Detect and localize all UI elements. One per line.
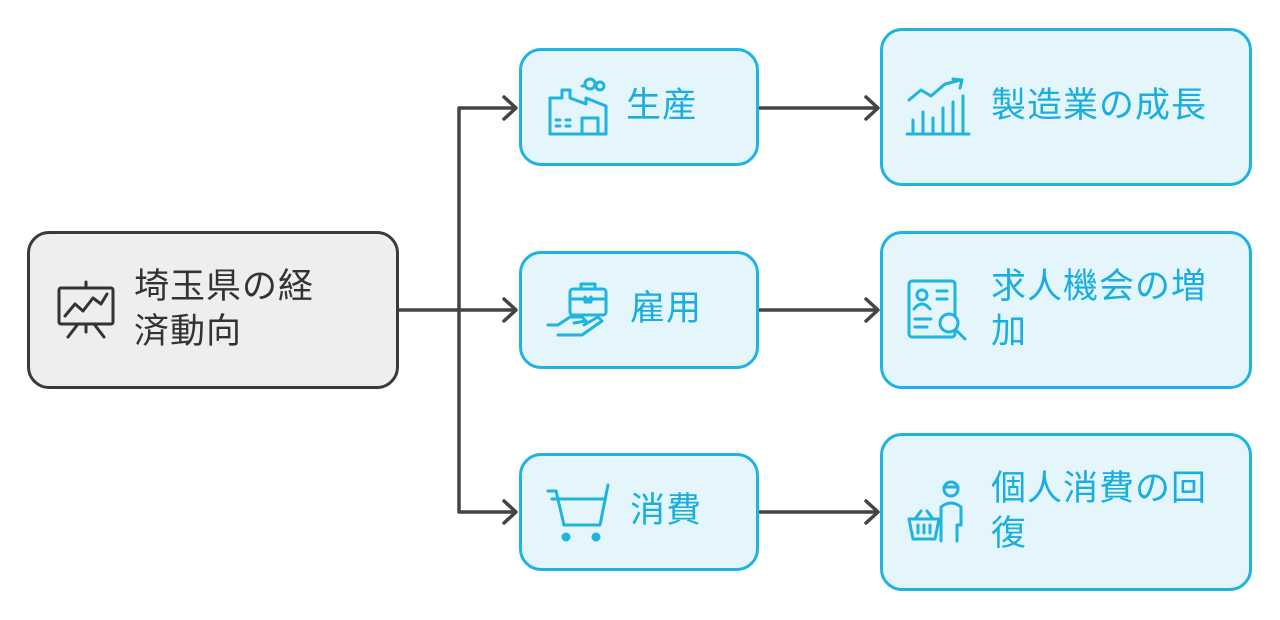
branch-label-consumption: 消費 — [630, 491, 703, 532]
person-basket-icon — [907, 480, 963, 543]
root-label: 埼玉県の経済動向 — [134, 266, 315, 353]
shopping-cart-icon — [546, 483, 610, 542]
arrowhead-employment-result — [864, 297, 880, 323]
hand-briefcase-icon — [546, 282, 608, 337]
branch-label-production: 生産 — [626, 86, 699, 127]
branch-node-employment: 雇用 — [519, 251, 759, 369]
arrowhead-employment — [502, 297, 518, 323]
result-node-manufacturing-growth: 製造業の成長 — [880, 28, 1252, 186]
factory-icon — [548, 77, 608, 136]
result-label-manufacturing-growth: 製造業の成長 — [991, 86, 1208, 127]
arrowhead-production — [502, 95, 518, 121]
branch-label-employment: 雇用 — [630, 289, 703, 330]
branch-node-production: 生産 — [519, 48, 759, 166]
branch-node-consumption: 消費 — [519, 453, 759, 571]
result-node-consumption-recovery: 個人消費の回復 — [880, 433, 1252, 591]
root-node: 埼玉県の経済動向 — [27, 231, 399, 389]
result-label-job-opportunities: 求人機会の増加 — [991, 266, 1208, 353]
arrowhead-consumption-result — [864, 499, 880, 525]
result-node-job-opportunities: 求人機会の増加 — [880, 231, 1252, 389]
growth-bar-chart-icon — [905, 77, 971, 136]
presentation-chart-icon — [57, 280, 115, 339]
arrowhead-production-result — [864, 95, 880, 121]
arrowhead-consumption — [502, 499, 518, 525]
result-label-consumption-recovery: 個人消費の回復 — [991, 468, 1208, 555]
resume-search-icon — [907, 279, 967, 341]
connector-root-branches — [397, 106, 516, 514]
